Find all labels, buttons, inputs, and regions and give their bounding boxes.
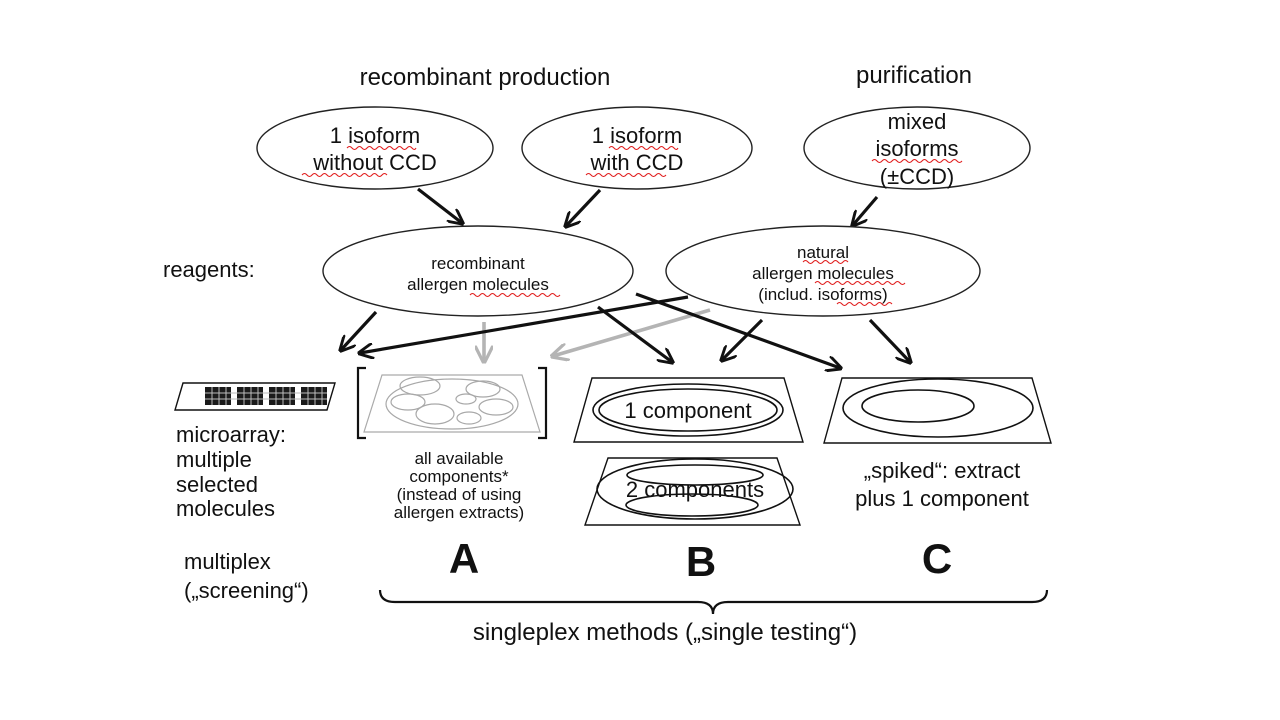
microarray-spot — [269, 387, 295, 405]
category-c: C — [922, 535, 952, 582]
extract-outline — [842, 378, 1034, 438]
category-a: A — [449, 535, 479, 582]
component-outline — [465, 380, 501, 398]
two-components-plate: 2 components — [584, 457, 801, 526]
microarray-line4: molecules — [176, 496, 275, 521]
microarray-line1: microarray: — [176, 422, 286, 447]
component-outline — [385, 378, 519, 430]
all-components-description: all available components* (instead of us… — [394, 449, 524, 522]
microarray-line2: multiple — [176, 447, 252, 472]
reagent-recombinant: recombinant allergen molecules — [322, 225, 634, 317]
source-mixed-isoforms-line1: mixed — [888, 109, 947, 134]
arrow-natural-to-spiked — [868, 318, 910, 362]
spiked-description: „spiked“: extract plus 1 component — [855, 458, 1029, 511]
spellcheck-underline — [469, 293, 561, 297]
one-component-label: 1 component — [624, 398, 751, 423]
spellcheck-underline — [871, 159, 963, 163]
category-b: B — [686, 538, 716, 585]
all-components-line4: allergen extracts) — [394, 503, 524, 522]
source-isoform-with-ccd-line1: 1 isoform — [592, 123, 682, 148]
all-components-line2: components* — [409, 467, 509, 486]
header-purification: purification — [856, 62, 972, 89]
source-isoform-with-ccd-line2: with CCD — [590, 150, 684, 175]
arrow-natural-to-microarray — [360, 295, 689, 353]
arrow-natural-to-one-component — [722, 318, 764, 360]
reagent-recombinant-line2: allergen molecules — [407, 275, 549, 294]
component-outline — [456, 411, 482, 425]
spellcheck-underline — [346, 146, 417, 150]
component-outline — [592, 383, 784, 437]
spellcheck-underline — [608, 146, 679, 150]
microarray-description: microarray: multiple selected molecules — [176, 422, 286, 521]
left-square-bracket — [356, 366, 366, 440]
source-mixed-isoforms-line2: isoforms — [875, 136, 958, 161]
source-isoform-without-ccd: 1 isoform without CCD — [256, 106, 494, 190]
component-outline — [478, 398, 514, 416]
arrow-recombinant-to-one-component — [597, 305, 672, 362]
multiplex-label-line2: („screening“) — [184, 578, 309, 603]
spellcheck-underline — [301, 173, 388, 177]
spellcheck-underline — [585, 173, 667, 177]
singleplex-curly-brace — [378, 589, 1049, 615]
one-component-plate: 1 component — [573, 377, 804, 443]
all-components-line3: (instead of using — [397, 485, 522, 504]
component-outline — [626, 464, 764, 486]
spiked-line1: „spiked“: extract — [864, 458, 1021, 483]
component-outline — [415, 403, 455, 425]
arrow-recombinant-to-spiked — [635, 292, 840, 368]
microarray-spot-grid — [205, 387, 327, 405]
source-isoform-without-ccd-line2: without CCD — [312, 150, 436, 175]
two-components-label: 2 components — [626, 477, 764, 502]
source-isoform-without-ccd-line1: 1 isoform — [330, 123, 420, 148]
spiked-line2: plus 1 component — [855, 486, 1029, 511]
arrow-without-ccd-to-recombinant — [417, 187, 462, 223]
component-outline — [625, 493, 759, 517]
component-outline — [598, 388, 778, 432]
microarray-slide — [174, 382, 336, 411]
reagent-recombinant-line1: recombinant — [431, 254, 525, 273]
source-mixed-isoforms: mixed isoforms (±CCD) — [803, 106, 1031, 190]
source-mixed-isoforms-line3: (±CCD) — [880, 164, 954, 189]
arrow-mixed-to-natural — [853, 195, 879, 225]
microarray-spot — [301, 387, 327, 405]
spellcheck-underline — [836, 302, 893, 306]
header-recombinant-production: recombinant production — [360, 64, 611, 91]
component-outline — [390, 393, 426, 411]
reagent-natural: natural allergen molecules (includ. isof… — [665, 225, 981, 317]
all-components-line1: all available — [415, 449, 504, 468]
component-outline — [399, 376, 441, 396]
multiplex-label-line1: multiplex — [184, 549, 271, 574]
component-outline — [596, 458, 794, 520]
right-square-bracket — [538, 366, 548, 440]
microarray-spot — [205, 387, 231, 405]
microarray-spot — [237, 387, 263, 405]
arrow-with-ccd-to-recombinant — [566, 188, 602, 226]
reagent-natural-line2: allergen molecules — [752, 264, 894, 283]
reagent-natural-line1: natural — [797, 243, 849, 262]
component-outline — [861, 389, 975, 423]
spellcheck-underline — [814, 281, 906, 285]
reagents-label: reagents: — [163, 257, 255, 282]
arrow-recombinant-to-microarray — [341, 310, 378, 350]
spiked-plate — [823, 377, 1052, 444]
microarray-line3: selected — [176, 472, 258, 497]
singleplex-label: singleplex methods („single testing“) — [473, 619, 857, 646]
spellcheck-underline — [802, 260, 849, 264]
all-components-plate — [356, 366, 548, 440]
component-outline — [455, 393, 477, 405]
source-isoform-with-ccd: 1 isoform with CCD — [521, 106, 753, 190]
reagent-natural-line3: (includ. isoforms) — [758, 285, 887, 304]
